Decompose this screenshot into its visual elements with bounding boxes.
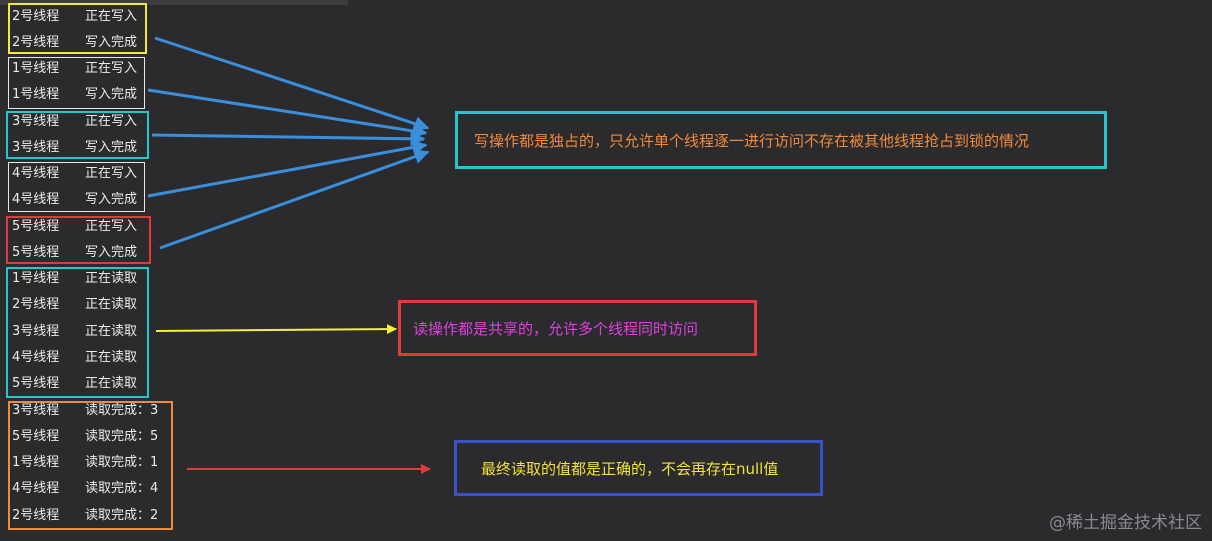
console-line: 1号线程 正在读取 [12,269,137,289]
console-line: 3号线程 写入完成 [12,138,137,158]
thread-label: 5号线程 [12,219,60,234]
console-line: 3号线程 读取完成：3 [12,401,158,421]
thread-label: 2号线程 [12,297,60,312]
write-arrow-thread3 [151,131,426,147]
thread-label: 4号线程 [12,166,60,181]
thread-label: 1号线程 [12,87,60,102]
status-label: 正在读取 [85,297,138,312]
console-line: 5号线程 正在写入 [12,217,137,237]
console-line: 1号线程 读取完成：1 [12,453,158,473]
thread-label: 3号线程 [12,324,60,339]
console-line: 2号线程 正在读取 [12,295,137,315]
thread-label: 4号线程 [12,192,60,207]
thread-label: 5号线程 [12,429,60,444]
status-label: 写入完成 [85,87,138,102]
status-label: 写入完成 [85,192,138,207]
console-line: 3号线程 正在读取 [12,322,137,342]
status-label: 正在写入 [85,9,138,24]
group-box-read-result [8,401,173,530]
thread-label: 4号线程 [12,481,60,496]
read-annotation-text: 读操作都是共享的，允许多个线程同时访问 [413,319,699,338]
status-label: 读取完成：3 [85,403,159,418]
console-line: 4号线程 正在写入 [12,164,137,184]
console-line: 2号线程 正在写入 [12,7,137,27]
write-arrow-thread2 [154,36,430,131]
thread-label: 3号线程 [12,140,60,155]
write-annotation-text: 写操作都是独占的，只允许单个线程逐一进行访问不存在被其他线程抢占到锁的情况 [474,131,1030,150]
read-annotation-box: 读操作都是共享的，允许多个线程同时访问 [398,300,757,356]
result-annotation-box: 最终读取的值都是正确的，不会再存在null值 [454,440,823,496]
console-line: 5号线程 读取完成：5 [12,427,158,447]
console-line: 4号线程 读取完成：4 [12,479,158,499]
thread-label: 5号线程 [12,376,60,391]
console-line: 4号线程 写入完成 [12,190,137,210]
thread-label: 1号线程 [12,271,60,286]
thread-label: 3号线程 [12,114,60,129]
status-label: 正在读取 [85,376,138,391]
group-box-read [6,267,149,398]
console-line: 4号线程 正在读取 [12,348,137,368]
status-label: 读取完成：4 [85,481,159,496]
thread-label: 1号线程 [12,455,60,470]
status-label: 正在写入 [85,219,138,234]
status-label: 写入完成 [85,245,138,260]
status-label: 写入完成 [85,35,138,50]
status-label: 写入完成 [85,140,138,155]
status-label: 正在写入 [85,166,138,181]
status-label: 正在读取 [85,350,138,365]
write-annotation-box: 写操作都是独占的，只允许单个线程逐一进行访问不存在被其他线程抢占到锁的情况 [455,111,1107,169]
write-arrow-thread4 [147,140,428,198]
console-line: 2号线程 读取完成：2 [12,506,158,526]
read-arrow [155,324,397,335]
group-box-thread1-write [8,57,145,109]
console-line: 1号线程 写入完成 [12,85,137,105]
write-arrow-thread5 [159,149,430,250]
console-line: 5号线程 正在读取 [12,374,137,394]
status-label: 读取完成：1 [85,455,159,470]
status-label: 正在写入 [85,114,138,129]
thread-label: 1号线程 [12,61,60,76]
top-scrollbar-strip [0,0,348,5]
console-line: 1号线程 正在写入 [12,59,137,79]
console-output: 2号线程正在写入 2号线程写入完成 1号线程正在写入 1号线程写入完成 3号线程… [0,0,200,541]
console-line: 2号线程 写入完成 [12,33,137,53]
status-label: 正在读取 [85,271,138,286]
group-box-thread2-write [8,3,147,54]
thread-label: 4号线程 [12,350,60,365]
thread-label: 2号线程 [12,9,60,24]
write-arrow-thread1 [147,88,428,139]
group-box-thread4-write [8,162,145,212]
status-label: 读取完成：2 [85,508,159,523]
thread-label: 3号线程 [12,403,60,418]
thread-label: 5号线程 [12,245,60,260]
status-label: 正在读取 [85,324,138,339]
thread-label: 2号线程 [12,35,60,50]
group-box-thread5-write [6,216,151,264]
watermark: @稀土掘金技术社区 [1049,513,1202,533]
status-label: 正在写入 [85,61,138,76]
console-line: 5号线程 写入完成 [12,243,137,263]
console-line: 3号线程 正在写入 [12,112,137,132]
thread-label: 2号线程 [12,508,60,523]
group-box-thread3-write [6,111,149,159]
status-label: 读取完成：5 [85,429,159,444]
result-annotation-text: 最终读取的值都是正确的，不会再存在null值 [481,459,779,478]
